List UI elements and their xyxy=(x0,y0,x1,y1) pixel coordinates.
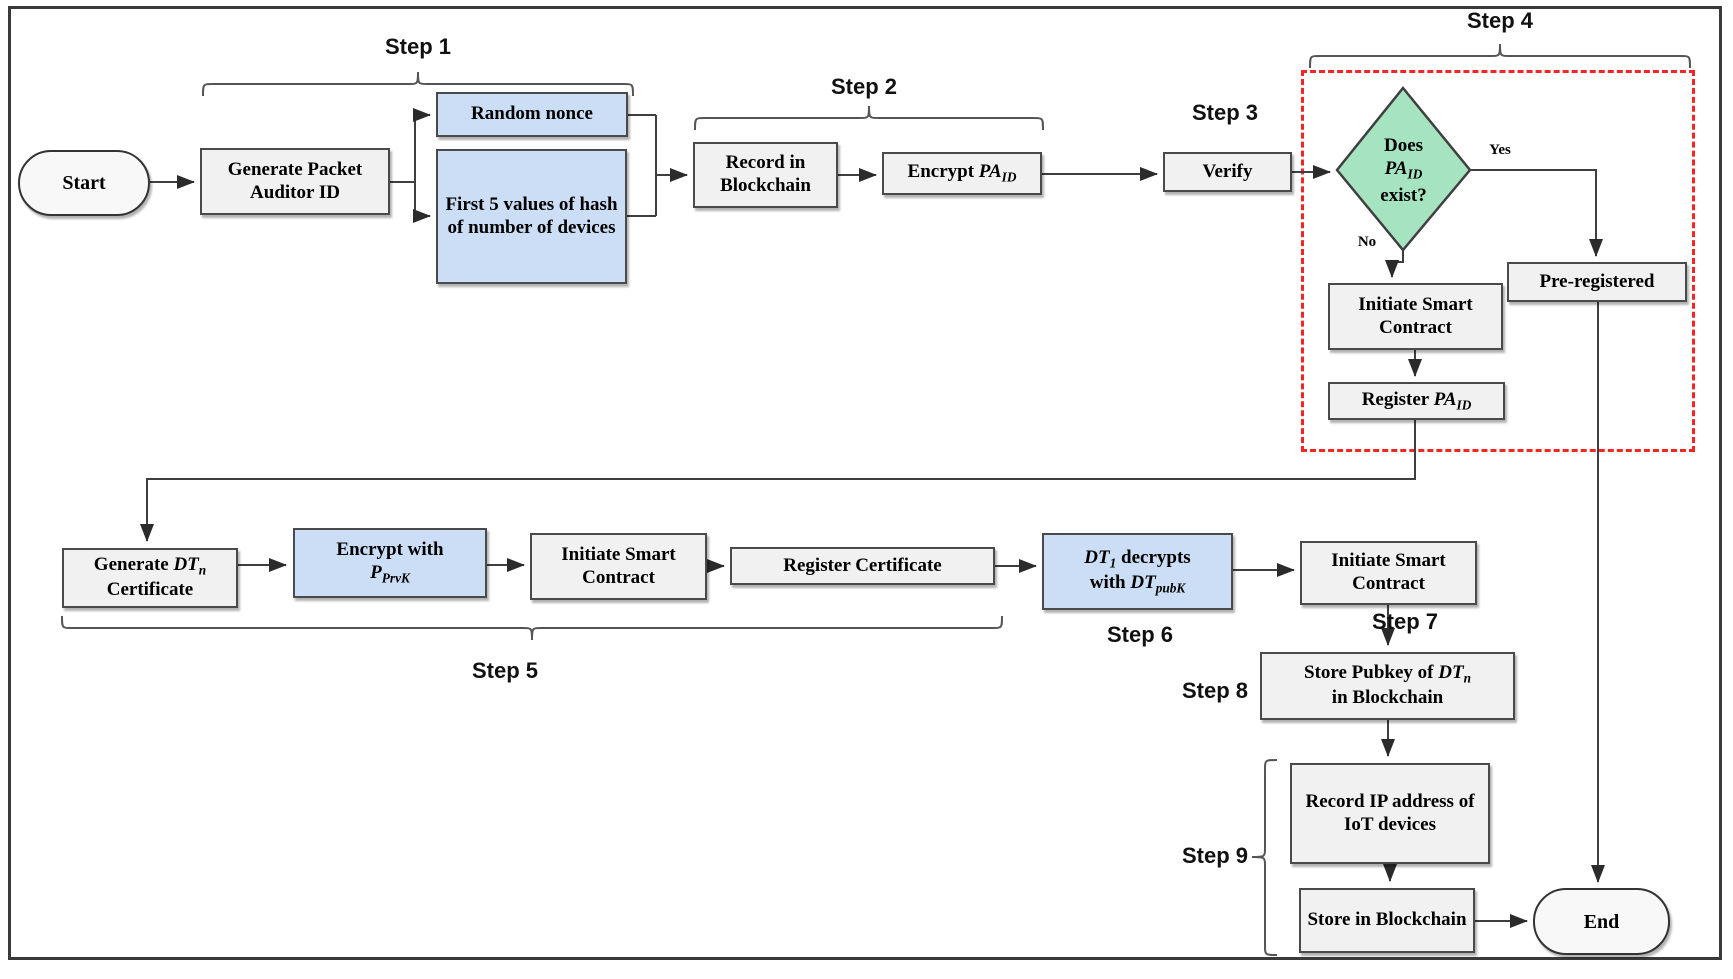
node-initiate-smart-contract-3: Initiate Smart Contract xyxy=(1300,541,1477,605)
step1-brace xyxy=(202,71,634,97)
node-generate-packet-auditor-id: Generate Packet Auditor ID xyxy=(200,148,390,215)
step1-label: Step 1 xyxy=(384,34,452,59)
node-record-ip: Record IP address of IoT devices xyxy=(1290,763,1490,864)
node-encrypt-pa-id: Encrypt PAID xyxy=(882,152,1042,195)
edge-merge xyxy=(627,114,657,217)
node-first-five-values: First 5 values of hash of number of devi… xyxy=(436,149,627,284)
step4-brace xyxy=(1309,43,1691,69)
node-register-certificate: Register Certificate xyxy=(730,547,995,585)
edge-decision-yes xyxy=(1470,169,1603,257)
node-record-in-blockchain: Record in Blockchain xyxy=(693,142,838,208)
yes-label: Yes xyxy=(1489,142,1511,158)
node-pre-registered: Pre-registered xyxy=(1507,262,1687,302)
no-label: No xyxy=(1357,234,1377,250)
node-store-in-blockchain: Store in Blockchain xyxy=(1299,888,1475,953)
step9-brace xyxy=(1251,759,1278,956)
edges xyxy=(140,108,1605,928)
edge-decision-no xyxy=(1385,250,1404,278)
diagram-border xyxy=(8,6,1722,960)
edge-generate-fork xyxy=(390,115,416,216)
node-end: End xyxy=(1533,888,1670,955)
edge-registerpa-generatedt xyxy=(140,420,1416,542)
step-braces xyxy=(61,43,1691,956)
step9-label: Step 9 xyxy=(1181,843,1248,868)
step5-label: Step 5 xyxy=(471,658,539,683)
step7-label: Step 7 xyxy=(1372,609,1439,634)
node-register-pa-id: Register PAID xyxy=(1328,382,1505,420)
node-initiate-smart-contract-2: Initiate Smart Contract xyxy=(530,533,707,600)
step4-label: Step 4 xyxy=(1466,8,1534,33)
step8-label: Step 8 xyxy=(1181,678,1248,703)
step2-label: Step 2 xyxy=(830,74,898,99)
node-start: Start xyxy=(18,150,150,216)
step4-dashed-region xyxy=(1301,70,1695,452)
step2-brace xyxy=(694,105,1044,131)
node-random-nonce: Random nonce xyxy=(436,92,628,137)
node-initiate-smart-contract-1: Initiate Smart Contract xyxy=(1328,283,1503,350)
step3-label: Step 3 xyxy=(1191,100,1259,125)
step6-label: Step 6 xyxy=(1106,622,1174,647)
node-verify: Verify xyxy=(1163,152,1292,192)
step5-brace xyxy=(61,615,1003,641)
